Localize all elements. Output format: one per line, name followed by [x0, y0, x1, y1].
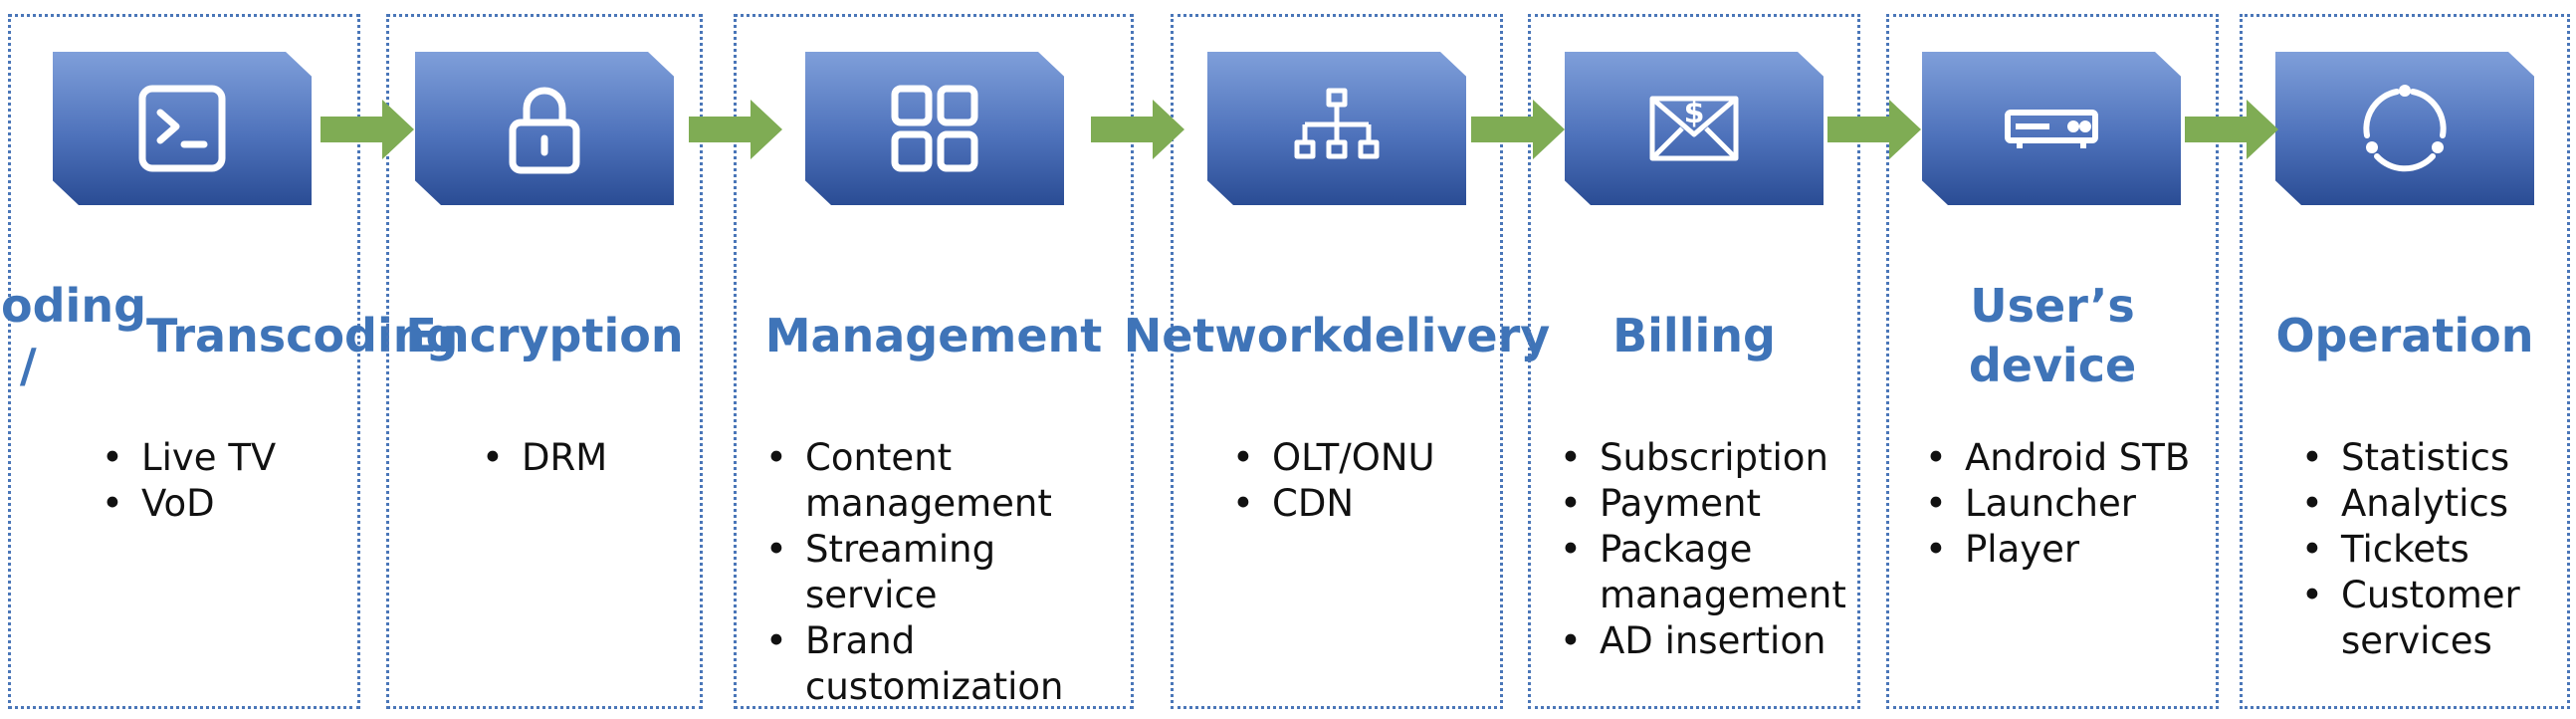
- list-item: Payment: [1560, 481, 1853, 527]
- stage-encoding-badge: [53, 52, 312, 205]
- stage-billing-badge: $: [1565, 52, 1824, 205]
- stage-management-badge: [805, 52, 1064, 205]
- flow-arrow-icon: [2185, 100, 2278, 159]
- flow-arrow-icon: [689, 100, 782, 159]
- stage-items-operation: Statistics Analytics Tickets Customer se…: [2301, 435, 2562, 664]
- stage-operation: [2240, 14, 2570, 709]
- list-item: Brand customization: [765, 618, 1124, 710]
- stage-items-billing: Subscription Payment Package management …: [1560, 435, 1853, 664]
- list-item: Live TV: [102, 435, 350, 481]
- stage-title-encryption: Encryption: [405, 309, 684, 362]
- stage-encoding: [8, 14, 360, 709]
- stage-billing: [1528, 14, 1860, 709]
- grid-icon: [891, 85, 978, 172]
- list-item: Statistics: [2301, 435, 2562, 481]
- stage-items-device: Android STB Launcher Player: [1925, 435, 2209, 573]
- list-item: Android STB: [1925, 435, 2209, 481]
- list-item: Analytics: [2301, 481, 2562, 527]
- stage-items-encoding: Live TV VoD: [102, 435, 350, 527]
- envelope-dollar-icon: $: [1649, 96, 1739, 161]
- stage-items-management: Content management Streaming service Bra…: [765, 435, 1124, 710]
- stage-title-device: User’s device: [1968, 279, 2137, 392]
- list-item: DRM: [482, 435, 691, 481]
- cycle-icon: [2363, 85, 2447, 172]
- stage-items-network: OLT/ONU CDN: [1232, 435, 1491, 527]
- list-item: Streaming service: [765, 527, 1124, 618]
- list-item: AD insertion: [1560, 618, 1853, 664]
- list-item: OLT/ONU: [1232, 435, 1491, 481]
- list-item: Launcher: [1925, 481, 2209, 527]
- list-item: CDN: [1232, 481, 1491, 527]
- list-item: Tickets: [2301, 527, 2562, 573]
- network-tree-icon: [1294, 88, 1380, 159]
- stage-title-billing: Billing: [1612, 309, 1776, 362]
- lock-icon: [509, 87, 580, 174]
- stage-title-management: Management: [764, 309, 1103, 362]
- stage-title-encoding: Encoding / Transcoding: [0, 279, 459, 392]
- list-item: Content management: [765, 435, 1124, 527]
- stage-device: [1886, 14, 2219, 709]
- list-item: Package management: [1560, 527, 1853, 618]
- stage-network-badge: [1207, 52, 1466, 205]
- stage-operation-badge: [2275, 52, 2534, 205]
- stage-title-operation: Operation: [2275, 309, 2534, 362]
- list-item: Customer services: [2301, 573, 2562, 664]
- flow-arrow-icon: [321, 100, 414, 159]
- flow-arrow-icon: [1827, 100, 1921, 159]
- flow-arrow-icon: [1471, 100, 1565, 159]
- set-top-box-icon: [2005, 110, 2098, 148]
- stage-items-encryption: DRM: [482, 435, 691, 481]
- list-item: Player: [1925, 527, 2209, 573]
- flow-arrow-icon: [1091, 100, 1184, 159]
- stage-encryption-badge: [415, 52, 674, 205]
- stage-title-network: Network delivery: [1123, 309, 1551, 362]
- stage-device-badge: [1922, 52, 2181, 205]
- svg-text:$: $: [1684, 96, 1705, 130]
- stage-encryption: [386, 14, 703, 709]
- list-item: Subscription: [1560, 435, 1853, 481]
- terminal-icon: [138, 85, 226, 172]
- stage-network: [1171, 14, 1503, 709]
- list-item: VoD: [102, 481, 350, 527]
